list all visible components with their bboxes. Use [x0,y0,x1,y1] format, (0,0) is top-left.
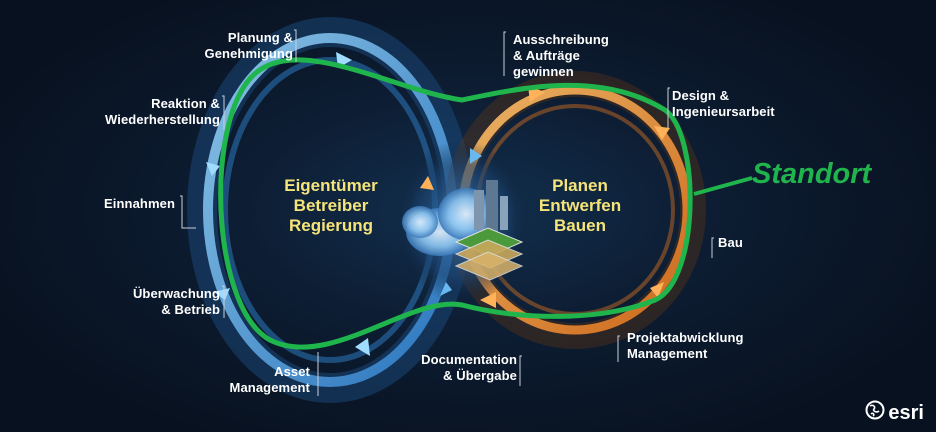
brand-name: esri [888,401,924,424]
label-asset-management: Asset Management [229,364,310,395]
label-ausschreibung: Ausschreibung & Aufträge gewinnen [513,32,609,79]
label-design: Design & Ingenieursarbeit [672,88,775,119]
label-planung: Planung & Genehmigung [204,30,293,61]
right-loop-title: Planen Entwerfen Bauen [538,176,622,235]
leader-lines [180,29,714,396]
location-loop [218,57,693,350]
globe-icon [865,400,885,426]
label-ueberwachung: Überwachung & Betrieb [132,286,220,317]
label-projektabwicklung: Projektabwicklung Management [627,330,744,361]
cloud-city-illustration [402,180,524,281]
label-documentation: Documentation & Übergabe [421,352,517,383]
label-einnahmen: Einnahmen [104,196,175,211]
label-reaktion: Reaktion & Wiederherstellung [105,96,220,127]
location-label: Standort [752,158,872,190]
label-bau: Bau [718,235,743,250]
left-loop-title: Eigentümer Betreiber Regierung [284,176,378,235]
location-pointer [693,176,753,196]
esri-logo: esri [865,400,924,426]
